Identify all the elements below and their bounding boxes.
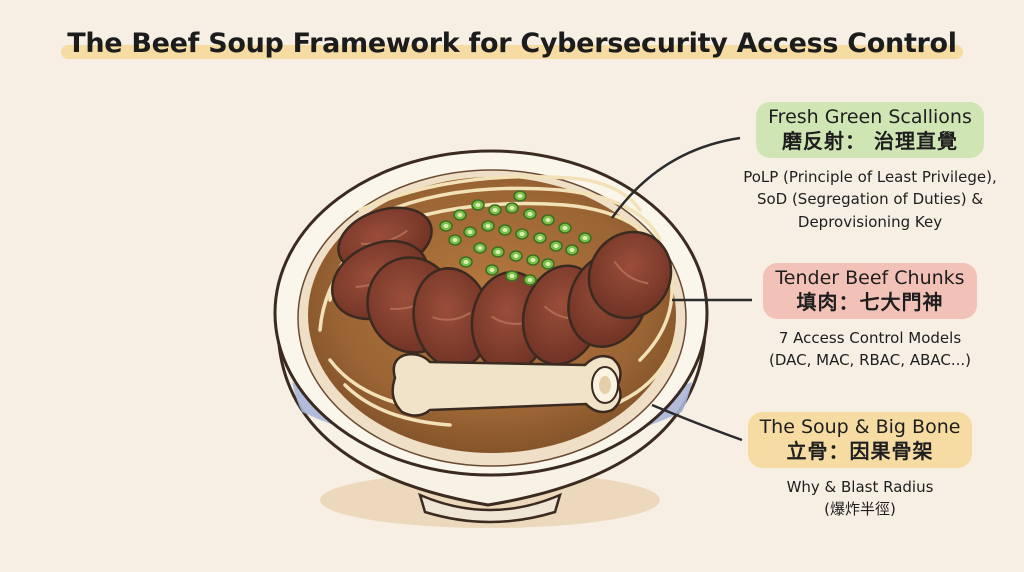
beef-pill: Tender Beef Chunks 填肉：七大門神 <box>763 263 977 319</box>
scallion-hole <box>457 213 463 217</box>
page-title: The Beef Soup Framework for Cybersecurit… <box>57 22 967 63</box>
scallion-hole <box>485 224 491 228</box>
beef-slice <box>587 230 673 320</box>
beef-line-2: (DAC, MAC, RBAC, ABAC...) <box>769 351 971 370</box>
scallions-title-en: Fresh Green Scallions <box>768 106 972 128</box>
scallion-hole <box>509 206 515 210</box>
beef-line-1: 7 Access Control Models <box>778 328 962 347</box>
callout-soup-bone: The Soup & Big Bone 立骨：因果骨架 Why & Blast … <box>710 412 1010 521</box>
scallion-hole <box>569 248 575 252</box>
scallion-hole <box>545 262 551 266</box>
scallion-hole <box>537 236 543 240</box>
scallion-hole <box>509 274 515 278</box>
scallion-hole <box>475 203 481 207</box>
beef-texture <box>613 260 649 285</box>
scallion-hole <box>467 230 473 234</box>
beef-chunks-group <box>330 206 673 374</box>
scallions-title-zh: 磨反射： 治理直覺 <box>782 129 958 154</box>
bowl-foot <box>418 492 562 524</box>
scallion-hole <box>553 244 559 248</box>
beef-texture <box>432 311 471 321</box>
scallion-hole <box>495 250 501 254</box>
scallions-line-3: Deprovisioning Key <box>797 212 943 231</box>
scallions-pill: Fresh Green Scallions 磨反射： 治理直覺 <box>756 102 984 158</box>
scallion-hole <box>582 236 588 240</box>
scallion-hole <box>562 226 568 230</box>
scallion-leader-line <box>610 136 741 219</box>
scallion-hole <box>452 238 458 242</box>
scallion-hole <box>477 246 483 250</box>
scallion-hole <box>545 218 551 222</box>
title-container: The Beef Soup Framework for Cybersecurit… <box>0 22 1024 63</box>
soup-leader-line <box>651 403 743 442</box>
scallions-group <box>439 190 592 286</box>
marrow-bone <box>391 353 622 417</box>
scallion-hole <box>443 224 449 228</box>
scallion-hole <box>463 260 469 264</box>
scallion-hole <box>492 208 498 212</box>
scallion-hole <box>489 268 495 272</box>
beef-title-en: Tender Beef Chunks <box>775 267 965 289</box>
soup-description: Why & Blast Radius (爆炸半徑) <box>710 476 1010 521</box>
soup-title-zh: 立骨：因果骨架 <box>786 439 934 464</box>
scallion-hole <box>513 254 519 258</box>
beef-title-zh: 填肉：七大門神 <box>796 290 944 315</box>
soup-title-en: The Soup & Big Bone <box>759 416 961 438</box>
scallions-description: PoLP (Principle of Least Privilege), SoD… <box>720 166 1020 234</box>
scallion-hole <box>527 278 533 282</box>
callout-beef: Tender Beef Chunks 填肉：七大門神 7 Access Cont… <box>720 263 1020 372</box>
soup-pill: The Soup & Big Bone 立骨：因果骨架 <box>747 412 973 468</box>
scallions-line-1: PoLP (Principle of Least Privilege), <box>743 167 997 186</box>
scallion-hole <box>517 194 523 198</box>
scallion-hole <box>530 258 536 262</box>
soup-line-1: Why & Blast Radius <box>786 477 934 496</box>
scallions-line-2: SoD (Segregation of Duties) & <box>756 190 984 209</box>
beef-description: 7 Access Control Models (DAC, MAC, RBAC,… <box>720 327 1020 372</box>
callout-scallions: Fresh Green Scallions 磨反射： 治理直覺 PoLP (Pr… <box>720 102 1020 233</box>
scallion-hole <box>519 232 525 236</box>
scallion-hole <box>527 212 533 216</box>
scallion-hole <box>502 228 508 232</box>
soup-line-2: (爆炸半徑) <box>824 500 896 519</box>
